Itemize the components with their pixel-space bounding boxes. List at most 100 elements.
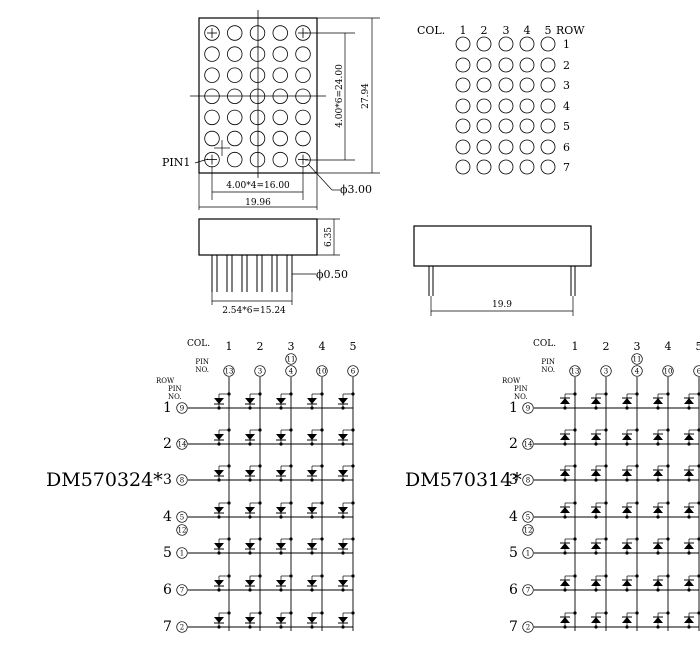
junction-dot xyxy=(351,428,355,432)
col-pin-ring xyxy=(631,365,643,377)
junction-dot xyxy=(687,406,691,410)
led-diode xyxy=(591,617,601,623)
map-led-dot xyxy=(455,77,471,93)
col-pin-ring xyxy=(347,365,359,377)
junction-dot xyxy=(351,537,355,541)
junction-dot xyxy=(604,501,608,505)
map-led-dot xyxy=(498,98,514,114)
junction-dot xyxy=(604,428,608,432)
map-led-dot xyxy=(519,57,535,73)
junction-dot xyxy=(351,611,355,615)
led-diode xyxy=(214,543,224,549)
map-col-number: 1 xyxy=(460,24,467,37)
led-diode xyxy=(653,434,663,440)
map-row-number: 6 xyxy=(563,141,570,154)
map-led-dot xyxy=(540,57,556,73)
junction-dot xyxy=(635,501,639,505)
map-row-number: 4 xyxy=(563,100,570,113)
side-view: 6.35 ϕ0.50 2.54*6=15.24 xyxy=(198,218,348,316)
junction-dot xyxy=(635,611,639,615)
junction-dot xyxy=(697,574,700,578)
led-diode xyxy=(245,543,255,549)
led-diode xyxy=(591,434,601,440)
junction-dot xyxy=(227,537,231,541)
junction-dot xyxy=(666,501,670,505)
part-number: DM570324* xyxy=(46,469,163,491)
junction-dot xyxy=(217,406,221,410)
map-led-dot xyxy=(540,118,556,134)
junction-dot xyxy=(697,464,700,468)
map-led-dot xyxy=(519,77,535,93)
junction-dot xyxy=(217,478,221,482)
junction-dot xyxy=(625,625,629,629)
row-pin: 5 xyxy=(180,514,184,522)
row-number: 4 xyxy=(163,509,172,525)
row-pin: 8 xyxy=(526,477,530,485)
led-diode xyxy=(276,470,286,476)
front-led-dot xyxy=(295,130,311,147)
junction-dot xyxy=(687,551,691,555)
junction-dot xyxy=(563,588,567,592)
map-row-number: 5 xyxy=(563,120,570,133)
junction-dot xyxy=(227,574,231,578)
row-pin-ring xyxy=(176,584,188,596)
led-diode xyxy=(307,470,317,476)
junction-dot xyxy=(248,625,252,629)
front-led-dot xyxy=(272,46,288,62)
row-pin-ring xyxy=(176,511,188,523)
junction-dot xyxy=(279,551,283,555)
front-led-dot xyxy=(204,67,220,83)
row-pin: 2 xyxy=(526,624,530,632)
map-row-number: 2 xyxy=(563,59,570,72)
led-diode xyxy=(276,398,286,404)
map-led-dot xyxy=(498,36,514,52)
junction-dot xyxy=(217,515,221,519)
junction-dot xyxy=(248,406,252,410)
map-led-dot xyxy=(519,36,535,52)
junction-dot xyxy=(656,406,660,410)
map-led-dot xyxy=(519,98,535,114)
junction-dot xyxy=(687,625,691,629)
map-led-dot xyxy=(498,57,514,73)
row-pin: 7 xyxy=(526,587,530,595)
pin1-label: PIN1 xyxy=(162,156,190,169)
led-diode xyxy=(276,580,286,586)
front-led-dot xyxy=(227,130,243,147)
row-number: 6 xyxy=(163,582,172,598)
dot-dia-leader xyxy=(307,163,333,191)
map-led-dot xyxy=(498,118,514,134)
junction-dot xyxy=(341,442,345,446)
led-diode xyxy=(591,580,601,586)
junction-dot xyxy=(625,442,629,446)
junction-dot xyxy=(248,478,252,482)
led-diode xyxy=(560,543,570,549)
junction-dot xyxy=(341,406,345,410)
col-number: 4 xyxy=(319,340,326,353)
part-number: DM570314* xyxy=(405,469,522,491)
junction-dot xyxy=(310,406,314,410)
col-pin-ring xyxy=(662,365,674,377)
junction-dot xyxy=(227,501,231,505)
col-pin: 6 xyxy=(697,368,700,376)
led-diode xyxy=(214,470,224,476)
junction-dot xyxy=(666,574,670,578)
col-pin: 10 xyxy=(664,368,673,376)
junction-dot xyxy=(666,428,670,432)
junction-dot xyxy=(573,392,577,396)
row-pin: 14 xyxy=(178,441,187,449)
junction-dot xyxy=(279,515,283,519)
junction-dot xyxy=(594,551,598,555)
front-led-dot xyxy=(227,67,243,83)
led-diode xyxy=(653,617,663,623)
junction-dot xyxy=(656,625,660,629)
led-diode xyxy=(214,617,224,623)
map-row-label: ROW xyxy=(556,24,585,37)
led-diode xyxy=(622,470,632,476)
col-pin: 6 xyxy=(351,368,356,376)
front-led-dot xyxy=(204,130,220,147)
led-diode xyxy=(307,507,317,513)
junction-dot xyxy=(320,501,324,505)
